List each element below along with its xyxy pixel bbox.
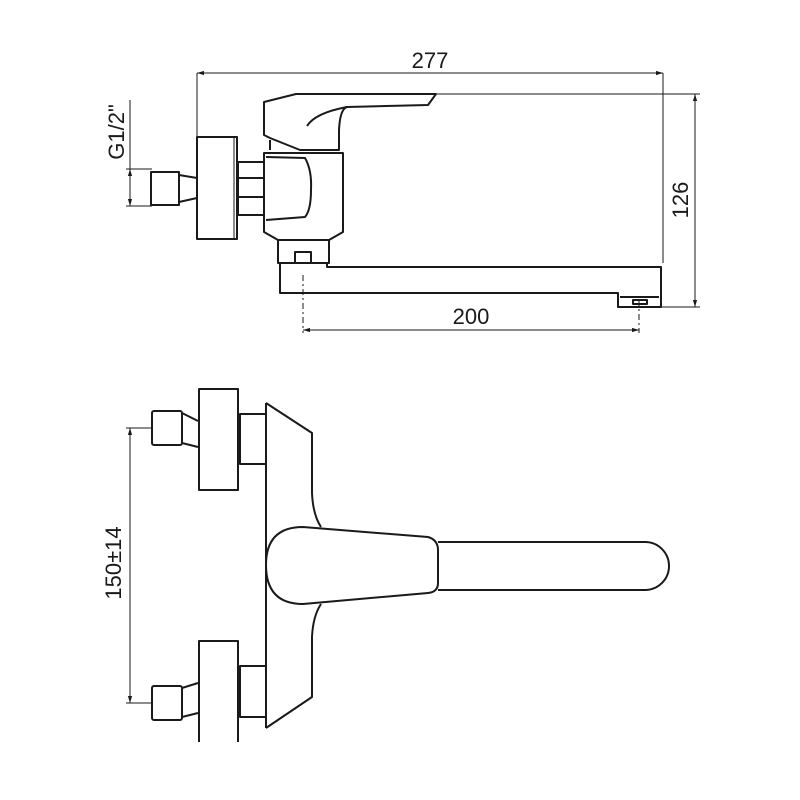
thread-size-label: G1/2"	[104, 104, 129, 160]
upper-inlet	[151, 388, 267, 491]
dimension-inlet-spacing: 150±14	[101, 427, 152, 704]
front-view: 150±14	[101, 388, 670, 742]
spout-reach-label: 200	[453, 304, 490, 329]
mixer-body	[263, 140, 344, 241]
inlet-pipe	[150, 171, 198, 206]
height-label: 126	[668, 182, 693, 219]
dimension-thread-size: G1/2"	[104, 100, 152, 207]
dimension-overall-width: 277	[196, 48, 664, 263]
lever-handle-front	[265, 526, 670, 605]
mixer-body-front	[265, 402, 322, 729]
lower-inlet	[151, 640, 267, 742]
dimension-spout-reach: 200	[302, 275, 640, 333]
outlet-collar	[277, 239, 330, 264]
dimension-height: 126	[437, 93, 700, 308]
inlet-spacing-label: 150±14	[101, 526, 126, 599]
spout	[279, 263, 662, 308]
lever-handle	[263, 93, 437, 151]
wall-flange	[196, 136, 238, 240]
overall-width-label: 277	[412, 48, 449, 73]
connector	[237, 161, 265, 216]
side-view: 277 G1/2" 126 200	[104, 48, 700, 333]
